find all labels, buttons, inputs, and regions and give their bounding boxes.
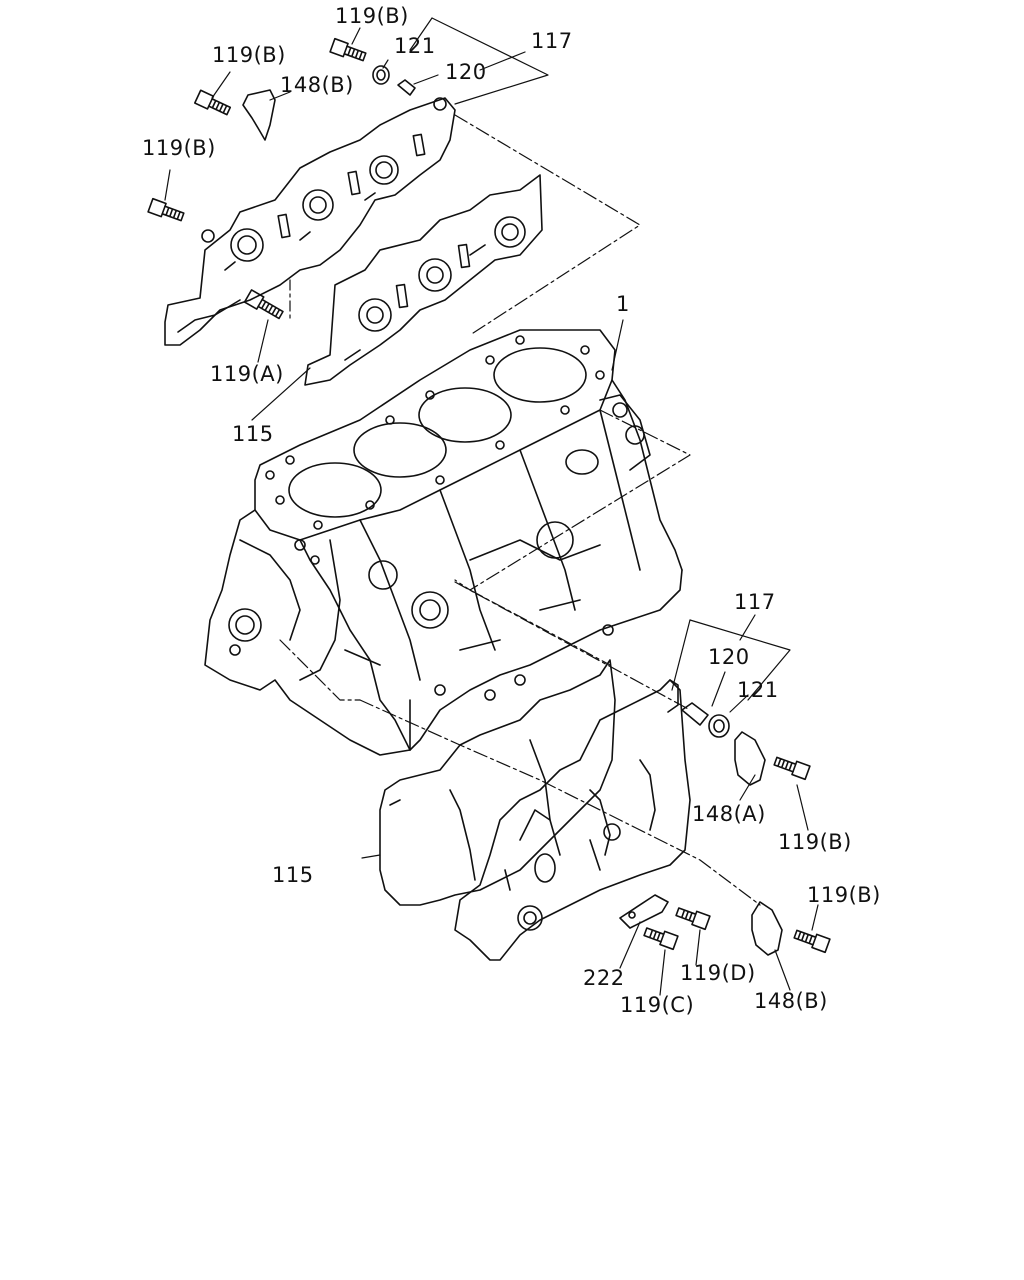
top-bolts — [147, 37, 416, 320]
label-119b-mid-right: 119(B) — [778, 830, 852, 854]
label-222: 222 — [583, 966, 625, 990]
lower-gasket-rear — [379, 659, 616, 906]
label-1: 1 — [616, 292, 630, 316]
leader-lines — [164, 17, 819, 996]
label-119b-left: 119(B) — [142, 136, 216, 160]
label-120-bottom: 120 — [708, 645, 750, 669]
label-119b-bottom-right: 119(B) — [807, 883, 881, 907]
label-115-bottom: 115 — [272, 863, 314, 887]
label-121-top: 121 — [394, 34, 436, 58]
label-119d: 119(D) — [680, 961, 756, 985]
label-119b-upper-left: 119(B) — [212, 43, 286, 67]
upper-gasket-front — [304, 174, 543, 386]
label-120-top: 120 — [445, 60, 487, 84]
label-117-bottom: 117 — [734, 590, 776, 614]
label-119c: 119(C) — [620, 993, 695, 1017]
label-148b-bottom: 148(B) — [754, 989, 828, 1013]
label-115-top: 115 — [232, 422, 274, 446]
cylinder-block — [204, 329, 683, 756]
label-119a: 119(A) — [210, 362, 284, 386]
lower-gasket-front — [454, 679, 691, 961]
bottom-parts — [619, 702, 831, 956]
label-119b-top: 119(B) — [335, 4, 409, 28]
label-117-top: 117 — [531, 29, 573, 53]
label-148a: 148(A) — [692, 802, 766, 826]
label-148b-top: 148(B) — [280, 73, 354, 97]
label-121-bottom: 121 — [737, 678, 779, 702]
